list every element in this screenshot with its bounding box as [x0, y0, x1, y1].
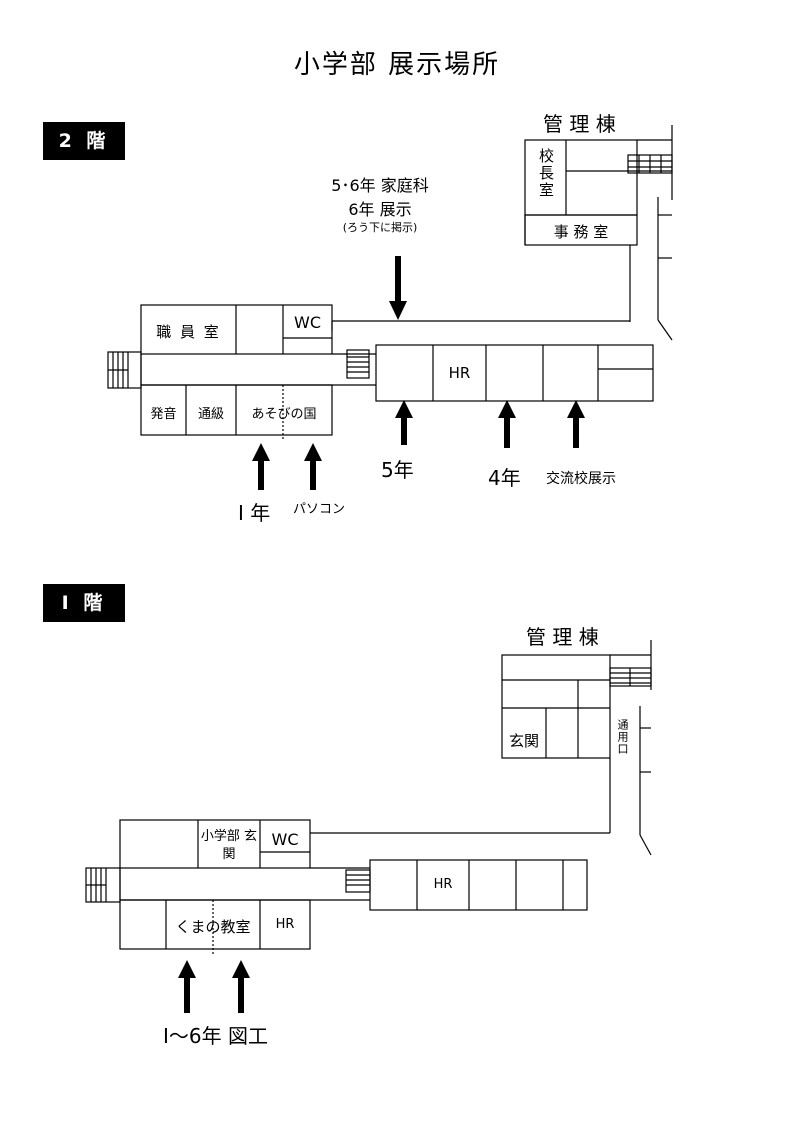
arrow-1nen — [258, 458, 264, 490]
arrow-pc — [310, 458, 316, 490]
f1-label-all: I～6年 図工 — [163, 1024, 268, 1048]
floor-1-tag: I 階 — [43, 584, 125, 622]
f2-play-room: あそびの国 — [251, 407, 317, 422]
f2-note-line2: 6年 展示 — [348, 200, 412, 219]
f2-staff-room: 職 員 室 — [156, 323, 221, 341]
f2-label-exchange: 交流校展示 — [546, 471, 616, 487]
f2-label-4nen: 4年 — [488, 466, 521, 490]
f2-office-block — [524, 214, 638, 246]
f1-hr-left: HR — [275, 917, 295, 932]
f2-note-line3: (ろう下に掲示) — [342, 221, 418, 234]
f1-hr-right: HR — [433, 877, 453, 892]
f2-label-1nen: I 年 — [238, 501, 271, 525]
f1-bottom-rooms — [119, 899, 311, 950]
f1-service-door: 通用口 — [616, 719, 629, 755]
f1-admin-block — [501, 654, 611, 759]
f1-entrance: 玄関 — [508, 732, 539, 750]
arrow-5nen — [401, 415, 407, 445]
f2-building-label: 管 理 棟 — [543, 112, 616, 136]
f2-label-5nen: 5年 — [381, 458, 414, 482]
arrow-f1-left — [184, 975, 190, 1013]
f2-label-pc: パソコン — [293, 502, 346, 517]
f2-tsukyu-room: 通級 — [197, 407, 224, 422]
f2-principal-room: 校長室 — [537, 148, 555, 199]
page-title: 小学部 展示場所 — [293, 50, 501, 80]
floor-2-tag: 2 階 — [43, 122, 125, 160]
arrow-f1-right — [238, 975, 244, 1013]
f2-wc: WC — [294, 313, 321, 332]
f2-speech-room: 発音 — [150, 407, 177, 422]
f2-east-wing — [375, 344, 654, 402]
arrow-4nen — [504, 415, 510, 448]
f2-note-line1: 5･6年 家庭科 — [331, 176, 429, 195]
f1-wc: WC — [271, 830, 299, 849]
f1-east-wing — [369, 859, 588, 911]
f1-kuma-room: くまの教室 — [175, 918, 251, 936]
arrow-exchange — [573, 415, 579, 448]
f2-hr: HR — [448, 364, 471, 382]
f1-es-entrance: 小学部 玄関 — [200, 829, 258, 862]
arrow-down-f2 — [395, 256, 401, 306]
f2-office: 事 務 室 — [553, 223, 609, 241]
f1-entrance-block — [119, 819, 311, 869]
f1-building-label: 管 理 棟 — [526, 625, 599, 649]
